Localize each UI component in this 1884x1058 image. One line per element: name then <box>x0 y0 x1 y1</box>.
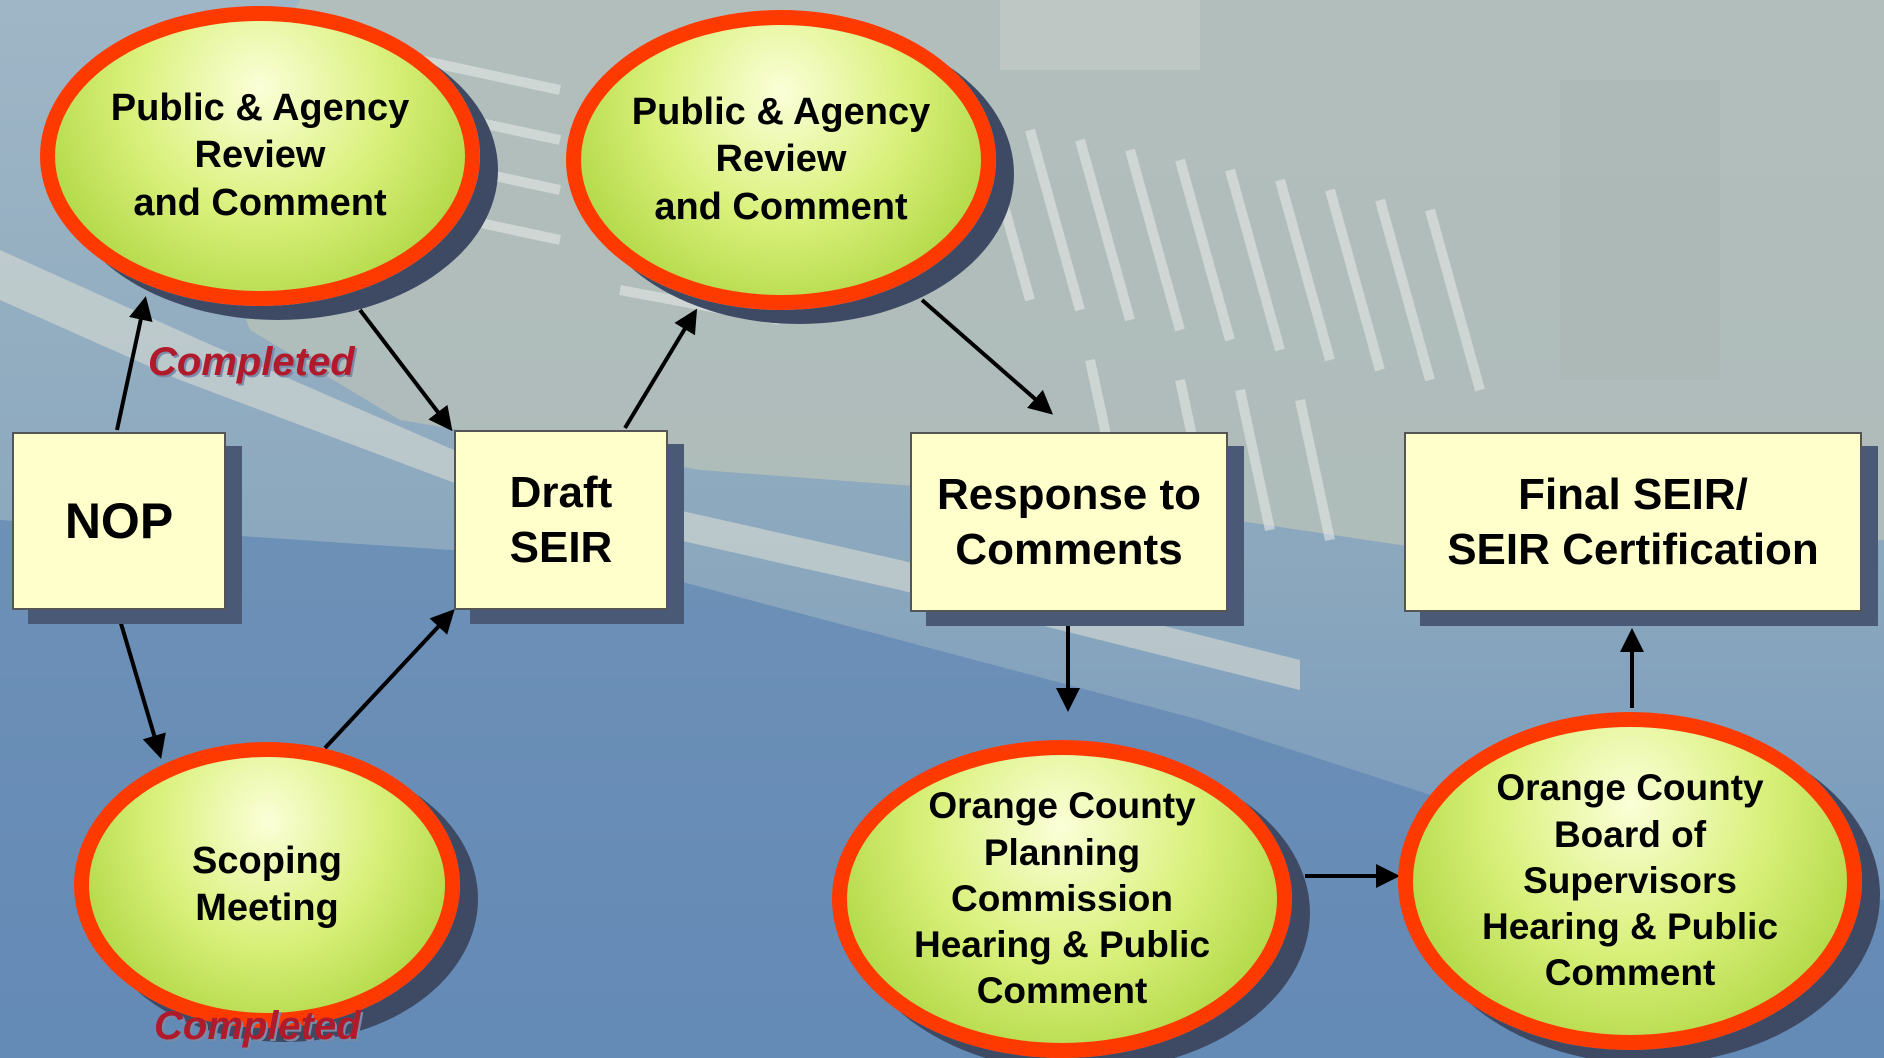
draft-seir-box: Draft SEIR <box>454 430 668 610</box>
planning-commission-oval: Orange County Planning Commission Hearin… <box>832 740 1292 1058</box>
draft-seir-label: Draft SEIR <box>509 468 613 572</box>
review-comment-label-1: Public & Agency Review and Comment <box>110 86 410 224</box>
scoping-meeting-label: Scoping Meeting <box>192 839 342 930</box>
arrow-nop-to-review1 <box>115 296 153 431</box>
review-comment-oval-2: Public & Agency Review and Comment <box>566 10 996 310</box>
final-seir-label: Final SEIR/ SEIR Certification <box>1447 470 1819 574</box>
review-comment-label-2: Public & Agency Review and Comment <box>631 90 931 228</box>
nop-box: NOP <box>12 432 226 610</box>
arrow-review2-to-response <box>920 298 1054 415</box>
review-comment-oval-1: Public & Agency Review and Comment <box>40 6 480 306</box>
board-of-supervisors-oval: Orange County Board of Supervisors Heari… <box>1398 712 1862 1050</box>
completed-label-top: Completed <box>148 340 355 384</box>
board-of-supervisors-label: Orange County Board of Supervisors Heari… <box>1481 767 1779 994</box>
planning-commission-label: Orange County Planning Commission Hearin… <box>913 785 1211 1012</box>
response-to-comments-box: Response to Comments <box>910 432 1228 612</box>
arrow-nop-to-scoping <box>115 609 166 759</box>
completed-label-bottom: Completed <box>154 1004 361 1048</box>
nop-label: NOP <box>64 492 174 549</box>
arrow-scoping-to-draft <box>323 609 455 750</box>
response-to-comments-label: Response to Comments <box>936 470 1202 574</box>
arrow-draft-to-review2 <box>623 308 698 430</box>
final-seir-box: Final SEIR/ SEIR Certification <box>1404 432 1862 612</box>
scoping-meeting-oval: Scoping Meeting <box>74 742 460 1028</box>
arrow-review1-to-draft <box>358 308 453 432</box>
